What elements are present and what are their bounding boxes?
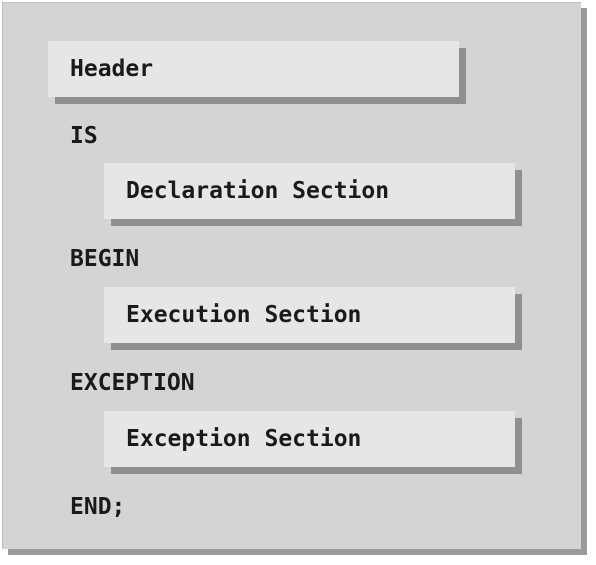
declaration-section-label: Declaration Section: [126, 178, 390, 204]
begin-keyword: BEGIN: [70, 246, 140, 272]
execution-section-box: Execution Section: [104, 287, 515, 343]
declaration-section-box: Declaration Section: [104, 163, 515, 219]
header-box: Header: [48, 41, 459, 97]
header-label: Header: [70, 56, 154, 82]
diagram-panel: Header IS Declaration Section BEGIN Exec…: [2, 2, 581, 549]
execution-section-label: Execution Section: [126, 302, 362, 328]
exception-section-label: Exception Section: [126, 426, 362, 452]
exception-keyword: EXCEPTION: [70, 370, 195, 396]
is-keyword: IS: [70, 123, 98, 149]
exception-section-box: Exception Section: [104, 411, 515, 467]
end-keyword: END;: [70, 494, 126, 520]
